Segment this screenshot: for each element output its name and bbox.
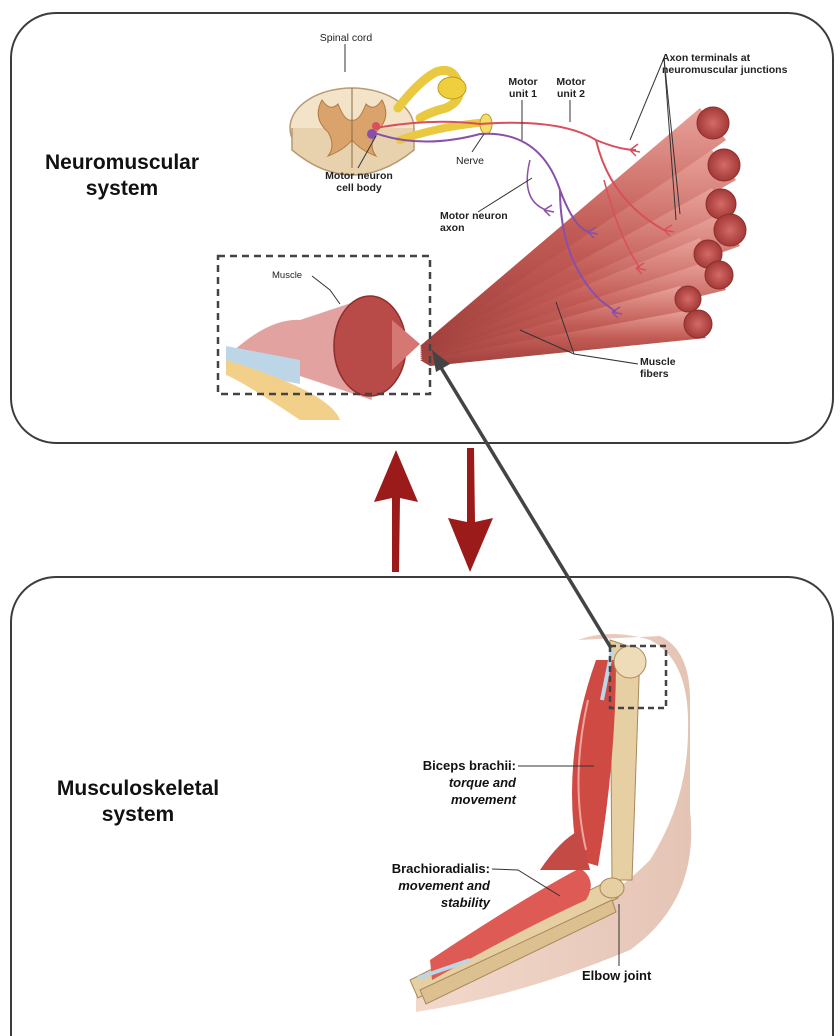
label-biceps-brachii: Biceps brachii: torque and movement xyxy=(360,757,516,808)
label-line: fibers xyxy=(640,368,700,380)
label-line: unit 1 xyxy=(498,88,548,100)
label-line: unit 2 xyxy=(546,88,596,100)
label-line: movement and xyxy=(360,877,490,894)
label-line: Axon terminals at xyxy=(662,52,832,64)
title-line: Neuromuscular xyxy=(22,150,222,176)
label-brachioradialis: Brachioradialis: movement and stability xyxy=(360,860,490,911)
spinal-cord xyxy=(290,88,414,175)
label-line: axon xyxy=(440,222,550,234)
muscle-fibers xyxy=(420,107,746,366)
muscle-cross-section xyxy=(226,296,420,420)
down-arrow-icon xyxy=(448,448,493,572)
up-arrow-icon xyxy=(374,450,418,572)
label-motor-unit-1: Motor unit 1 xyxy=(498,76,548,100)
label-muscle-fibers: Muscle fibers xyxy=(640,356,700,380)
label-motor-unit-2: Motor unit 2 xyxy=(546,76,596,100)
musculoskeletal-system-title: Musculoskeletal system xyxy=(18,776,258,828)
label-line: cell body xyxy=(304,182,414,194)
label-motor-neuron-cell-body: Motor neuron cell body xyxy=(304,170,414,194)
label-axon-terminals: Axon terminals at neuromuscular junction… xyxy=(662,52,832,76)
label-line: Brachioradialis: xyxy=(360,860,490,877)
label-line: neuromuscular junctions xyxy=(662,64,832,76)
arm-illustration xyxy=(410,634,691,1012)
label-line: Muscle xyxy=(640,356,700,368)
label-spinal-cord: Spinal cord xyxy=(304,32,388,44)
label-motor-neuron-axon: Motor neuron axon xyxy=(440,210,550,234)
title-line: Musculoskeletal xyxy=(18,776,258,802)
title-line: system xyxy=(18,802,258,828)
label-line: movement xyxy=(360,791,516,808)
label-line: Motor neuron xyxy=(440,210,550,222)
label-line: Motor xyxy=(546,76,596,88)
label-line: stability xyxy=(360,894,490,911)
label-nerve: Nerve xyxy=(456,155,484,167)
label-line: Biceps brachii: xyxy=(360,757,516,774)
label-line: Motor neuron xyxy=(304,170,414,182)
title-line: system xyxy=(22,176,222,202)
neuromuscular-system-title: Neuromuscular system xyxy=(22,150,222,202)
label-line: torque and xyxy=(360,774,516,791)
label-line: Motor xyxy=(498,76,548,88)
label-elbow-joint: Elbow joint xyxy=(582,967,672,984)
label-muscle: Muscle xyxy=(272,270,302,282)
zoom-arrow-icon xyxy=(432,350,611,648)
